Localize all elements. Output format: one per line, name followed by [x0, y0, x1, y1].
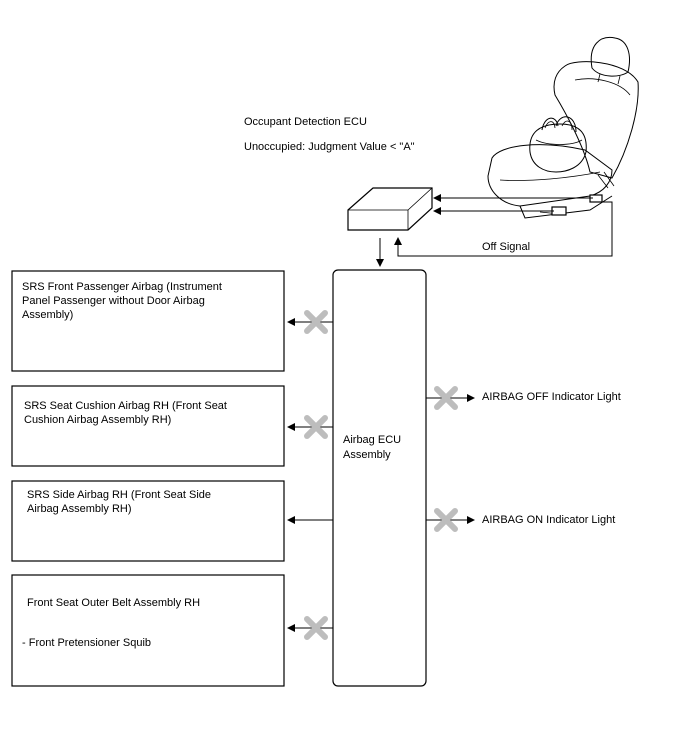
off-signal-label: Off Signal	[482, 241, 530, 253]
seat-cushion-airbag-box	[11, 385, 285, 467]
seat-belt-box	[11, 574, 285, 687]
front-passenger-airbag-box	[11, 270, 285, 372]
seat-belt-label-3: - Front Pretensioner Squib	[22, 637, 151, 649]
seat-cushion-airbag-label-1: SRS Seat Cushion Airbag RH (Front Seat	[24, 400, 227, 412]
occupant-ecu-condition: Unoccupied: Judgment Value < "A"	[244, 141, 415, 153]
seat-with-bag-illustration	[487, 36, 639, 219]
seat-belt-blocked-icon	[304, 616, 328, 640]
airbag-on-indicator-blocked-icon	[434, 508, 458, 532]
seat-belt-label-1: Front Seat Outer Belt Assembly RH	[27, 597, 200, 609]
side-airbag-box	[11, 480, 285, 562]
front-passenger-airbag-label-3: Assembly)	[22, 309, 73, 321]
seat-sensor-icon	[551, 206, 567, 216]
airbag-off-indicator-label: AIRBAG OFF Indicator Light	[482, 391, 621, 403]
airbag-on-indicator-label: AIRBAG ON Indicator Light	[482, 514, 615, 526]
seat-cushion-airbag-label-2: Cushion Airbag Assembly RH)	[24, 414, 171, 426]
side-airbag-label-2: Airbag Assembly RH)	[27, 503, 132, 515]
front-passenger-airbag-label-1: SRS Front Passenger Airbag (Instrument	[22, 281, 222, 293]
side-airbag-label-1: SRS Side Airbag RH (Front Seat Side	[27, 489, 211, 501]
airbag-ecu-label-line1: Airbag ECU	[343, 434, 401, 446]
front-passenger-airbag-label-2: Panel Passenger without Door Airbag	[22, 295, 205, 307]
airbag-off-indicator-blocked-icon	[434, 386, 458, 410]
off-signal-arrow	[394, 201, 613, 257]
bag-icon	[529, 123, 587, 173]
airbag-ecu-label-line2: Assembly	[343, 449, 391, 461]
occupant-ecu-box	[347, 187, 433, 231]
occupant-ecu-title: Occupant Detection ECU	[244, 116, 367, 128]
seat-cushion-airbag-blocked-icon	[304, 415, 328, 439]
airbag-ecu-box	[332, 269, 427, 687]
front-passenger-airbag-blocked-icon	[304, 310, 328, 334]
